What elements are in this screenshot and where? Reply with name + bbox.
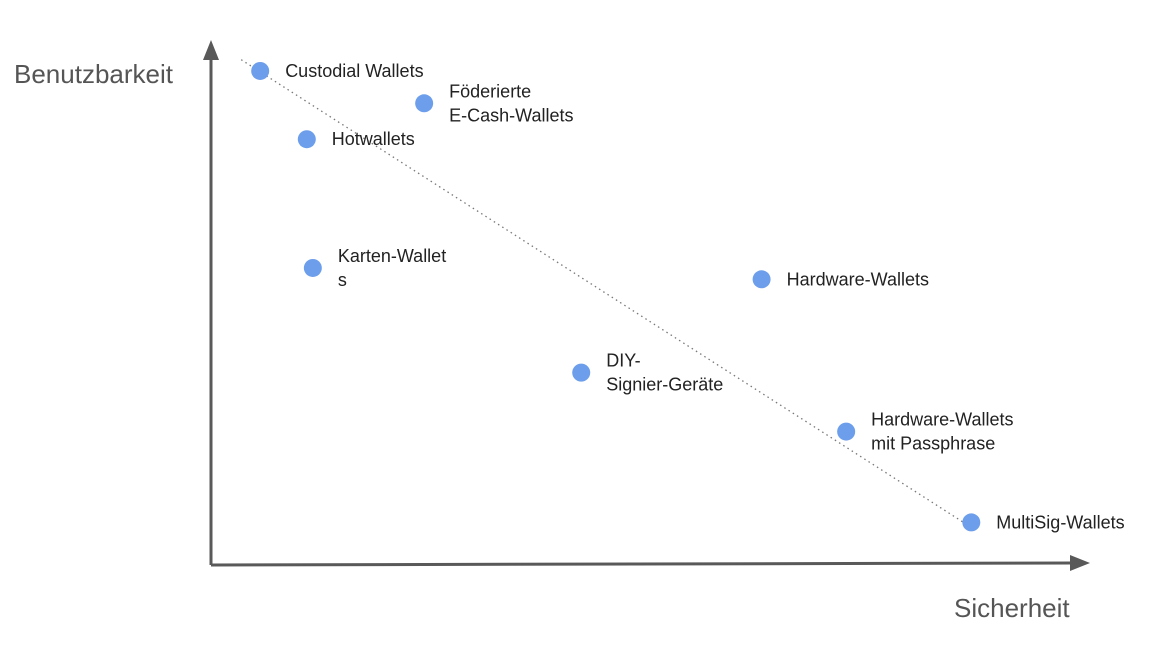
point-label-line: Föderierte (449, 81, 531, 101)
data-point (962, 513, 981, 532)
point-label-line: Hardware-Wallets (871, 410, 1013, 430)
data-point (297, 130, 316, 149)
point-label-line: Hotwallets (332, 129, 415, 149)
data-point (303, 258, 322, 277)
x-axis-label: Sicherheit (954, 593, 1070, 623)
y-axis-arrowhead (203, 40, 219, 60)
point-label: Hotwallets (332, 129, 415, 149)
data-point-group: Hotwallets (297, 129, 415, 149)
data-point-group: Custodial Wallets (251, 61, 424, 81)
data-point (251, 61, 270, 80)
axes (203, 40, 1090, 571)
data-point-group: MultiSig-Wallets (962, 512, 1125, 532)
point-label-line: MultiSig-Wallets (996, 512, 1124, 532)
data-point (415, 94, 434, 113)
point-label: Custodial Wallets (285, 61, 423, 81)
point-label: Hardware-Wallets mit Passphrase (871, 410, 1013, 454)
data-point (572, 363, 591, 382)
point-label-line: E-Cash-Wallets (449, 105, 573, 125)
point-label: Hardware-Wallets (787, 269, 929, 289)
y-axis-label: Benutzbarkeit (14, 59, 174, 89)
data-point (837, 422, 856, 441)
point-label-line: Hardware-Wallets (787, 269, 929, 289)
point-label: MultiSig-Wallets (996, 512, 1124, 532)
point-label-line: Custodial Wallets (285, 61, 423, 81)
point-label: DIY- Signier-Geräte (606, 351, 723, 395)
point-label-line: Signier-Geräte (606, 375, 723, 395)
data-point-group: DIY- Signier-Geräte (572, 351, 723, 395)
data-point-group: Hardware-Wallets (752, 269, 929, 289)
data-point-group: Karten-Wallet s (303, 246, 446, 290)
point-label-line: Karten-Wallet (338, 246, 446, 266)
point-label-line: mit Passphrase (871, 434, 995, 454)
data-point-group: Hardware-Wallets mit Passphrase (837, 410, 1014, 454)
point-label-line: DIY- (606, 351, 640, 371)
point-label-line: s (338, 270, 347, 290)
x-axis (210, 561, 1075, 567)
data-point (752, 270, 771, 289)
x-axis-arrowhead (1070, 555, 1090, 571)
point-label: Karten-Wallet s (338, 246, 446, 290)
